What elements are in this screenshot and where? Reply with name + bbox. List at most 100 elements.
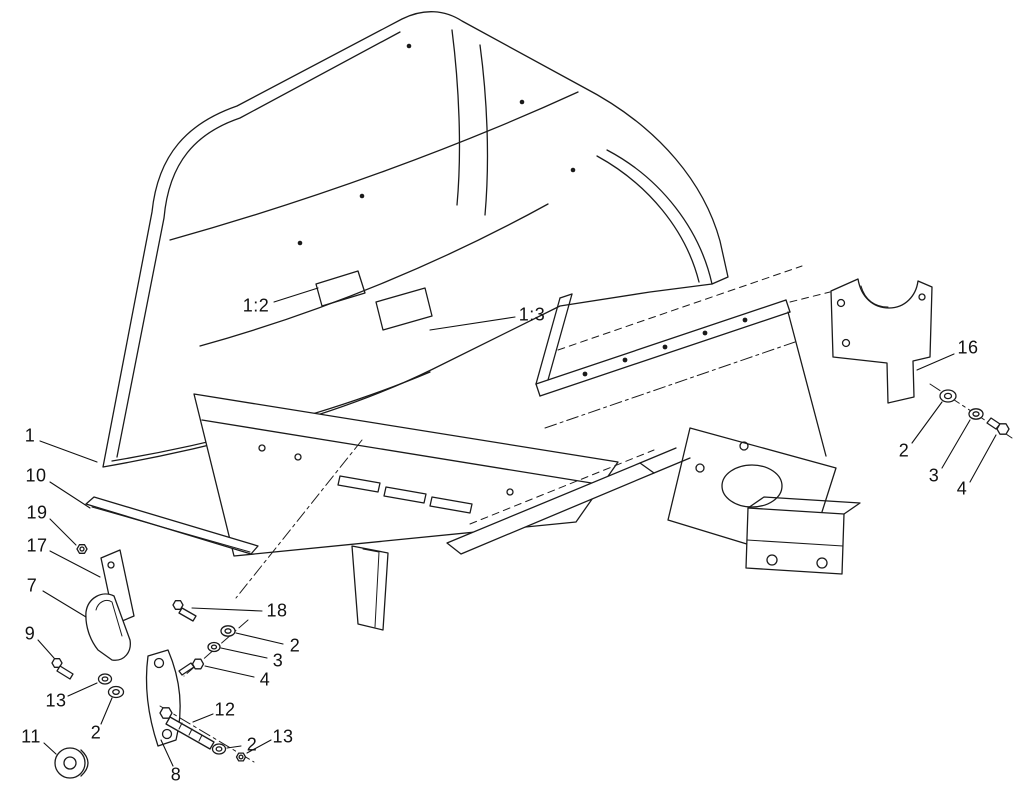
panel-slot — [337, 475, 381, 493]
leader-line-9 — [37, 639, 55, 659]
washer-2-a — [107, 685, 125, 699]
axis-line — [235, 439, 363, 599]
leader-lines — [37, 287, 997, 767]
washer-2-c — [220, 625, 236, 637]
leader-line-16 — [916, 353, 955, 371]
leader-line-8 — [160, 739, 174, 767]
frame-rail-bottom — [539, 311, 791, 397]
nut-13-b — [235, 752, 247, 762]
frame-bolt-dot — [622, 357, 628, 363]
bolt-12-thread — [188, 728, 193, 736]
bolt-12-thread — [198, 734, 203, 742]
arm-8-hole-top — [153, 657, 165, 669]
frame-hidden-rail — [557, 265, 803, 351]
hood-seam-1 — [451, 29, 461, 206]
hood-rivet — [519, 99, 525, 105]
latch-bar-inner — [91, 506, 251, 553]
washer-3-c — [207, 641, 221, 653]
bolt-4-right-head — [996, 423, 1010, 435]
hook-bracket-7-inner — [95, 599, 123, 637]
frame — [446, 265, 861, 575]
arm-8-hole-bottom — [161, 728, 173, 740]
washer-13-a-hole — [101, 676, 109, 682]
frame-upright-1 — [535, 297, 561, 385]
panel-fold-line — [201, 419, 611, 487]
leader-line-4-r — [969, 434, 997, 483]
bracket-16 — [830, 278, 933, 404]
leader-line-2-c — [235, 632, 284, 645]
panel-slot — [429, 496, 473, 514]
frame-connector-1 — [653, 457, 691, 474]
bracket-16-hole — [836, 298, 846, 308]
frame-gusset — [787, 311, 827, 457]
hitch-hole — [816, 557, 828, 569]
leader-line-2-a — [100, 697, 113, 725]
bolt-12-thread — [178, 722, 183, 730]
bracket-16-hole — [841, 338, 851, 348]
bracket-16-hole — [918, 293, 926, 301]
leader-line-18 — [191, 607, 263, 612]
hitch-flange — [747, 496, 861, 515]
frame-rail-top — [535, 299, 787, 385]
bracket-16-group — [830, 278, 1013, 439]
washer-2-c-hole — [224, 628, 232, 634]
hood-crease-front — [199, 203, 549, 347]
washer-3-right-hole — [972, 411, 980, 417]
washer-3-c-hole — [210, 644, 218, 650]
leader-line-7 — [42, 590, 87, 618]
hood-crease-top — [169, 91, 579, 241]
frame-hole — [739, 441, 749, 451]
hood-rivet — [570, 167, 576, 173]
frame-connector-2 — [639, 447, 677, 464]
frame-bolt-dot — [582, 371, 588, 377]
panel-support-inner — [362, 548, 380, 628]
frame-rail-cap-left — [535, 383, 541, 397]
hood-left-inner-edge — [116, 31, 401, 458]
bolt-18-shaft — [178, 607, 197, 622]
washer-3-right — [968, 408, 984, 420]
washer-2-right — [939, 389, 957, 403]
bolt-4-c-shaft — [178, 662, 195, 676]
hitch-mid-line — [746, 539, 844, 547]
leader-line-1 — [39, 440, 98, 463]
panel-plate — [193, 393, 619, 557]
hood-decal-1 — [315, 270, 366, 307]
leader-line-4-c — [204, 665, 255, 678]
frame-lower-hidden — [469, 449, 655, 525]
washer-2-b-hole — [215, 746, 223, 752]
hitch-hole — [766, 554, 778, 566]
hood-seam-2 — [479, 44, 489, 216]
washer-13-a — [97, 673, 113, 685]
washer-2-a-hole — [112, 688, 120, 696]
leader-line-3-c — [220, 647, 268, 659]
panel-hole — [258, 444, 266, 452]
leader-line-1-3 — [429, 316, 516, 331]
nut-19-hole — [79, 546, 85, 552]
panel-hole — [506, 488, 514, 496]
bracket-16-inner-arc — [860, 285, 889, 308]
leader-line-11 — [43, 742, 57, 755]
washer-2-right-hole — [943, 392, 953, 400]
strap-17-hole — [107, 561, 115, 569]
frame-to-bracket — [789, 291, 831, 303]
panel-support-bracket — [351, 545, 389, 631]
latch-bar-part10 — [85, 496, 259, 555]
leader-line-3-r — [941, 419, 971, 469]
frame-bolt-dot — [742, 317, 748, 323]
washer-2-b — [211, 743, 227, 755]
leader-line-2-b — [226, 745, 242, 749]
lower-left-assembly — [51, 544, 255, 779]
mid-fastener-group — [172, 600, 249, 677]
hood-decal-2 — [375, 287, 433, 331]
frame-bolt-dot — [702, 330, 708, 336]
panel-slot — [383, 486, 427, 504]
hood-rivet — [359, 193, 365, 199]
hood-arch-inner — [606, 149, 713, 285]
leader-line-13-a — [67, 682, 98, 697]
leader-line-1-2 — [273, 287, 319, 303]
frame-upright-2 — [547, 293, 573, 381]
leader-line-10 — [49, 481, 91, 509]
bolt-9-shaft — [56, 665, 74, 680]
